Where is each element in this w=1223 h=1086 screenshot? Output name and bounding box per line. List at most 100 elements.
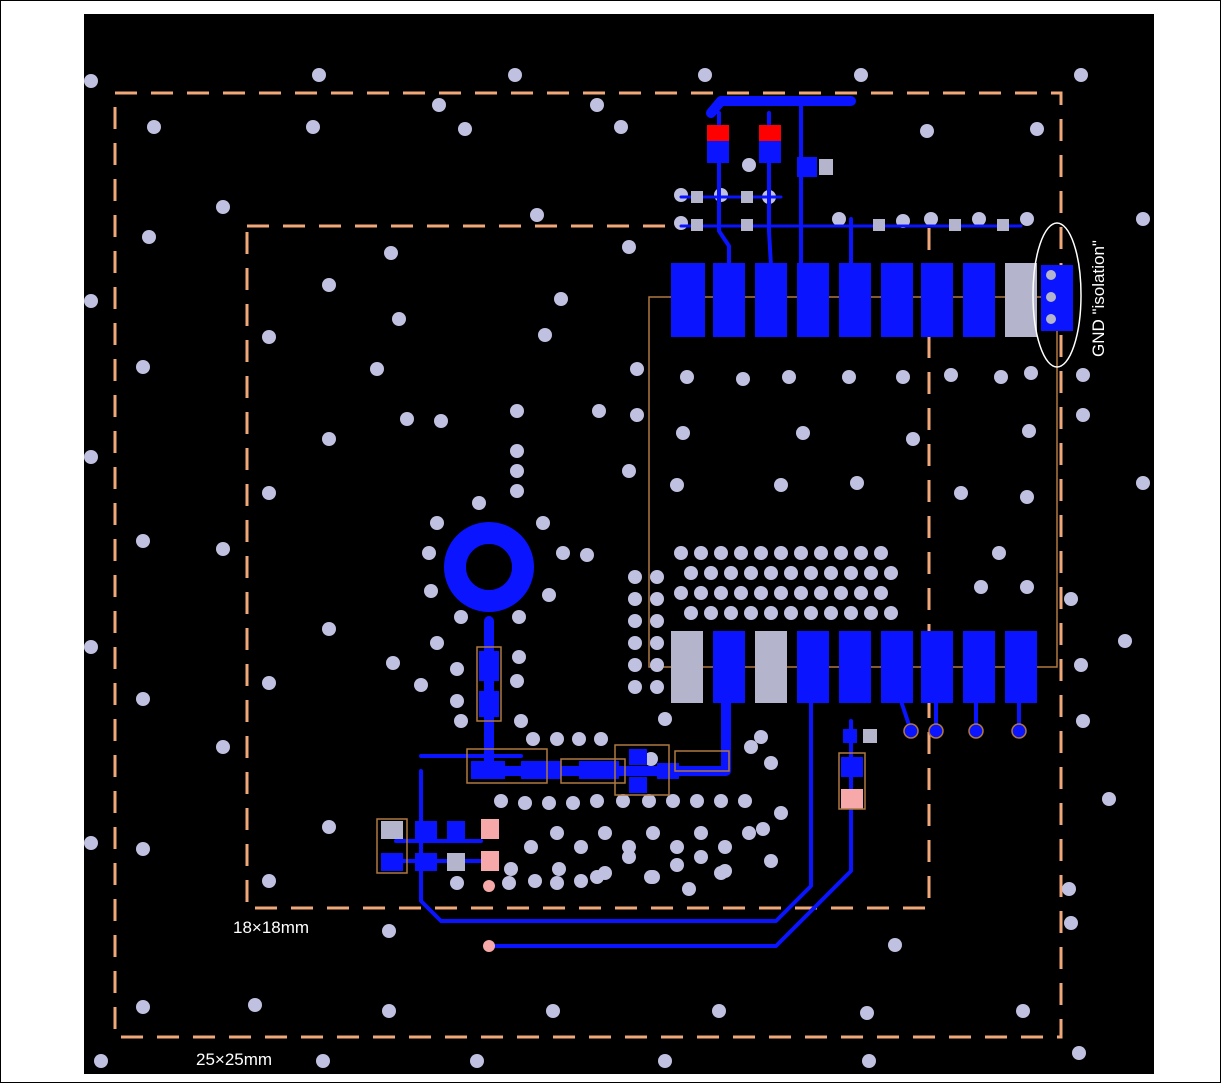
pad [1005,631,1037,703]
via [854,68,868,82]
via [884,566,898,580]
component-pad [381,821,403,839]
via [1136,476,1150,490]
pad [921,631,953,703]
via [690,794,704,808]
via [704,566,718,580]
via [508,68,522,82]
via [622,850,636,864]
via [642,794,656,808]
via [714,586,728,600]
via [546,1004,560,1018]
via [658,712,672,726]
via [518,796,532,810]
via [834,546,848,560]
via [430,516,444,530]
via [510,404,524,418]
pad [797,263,829,337]
via [262,676,276,690]
component-pad [873,219,885,231]
via [954,486,968,500]
pad [755,263,787,337]
via [552,862,566,876]
component-pad [521,761,561,779]
via [628,636,642,650]
via [1022,424,1036,438]
via [136,360,150,374]
via [764,606,778,620]
inner-area-label: 18×18mm [233,918,309,937]
via [1064,916,1078,930]
via [734,586,748,600]
via [754,546,768,560]
via [472,496,486,510]
inner-area-outline [245,224,931,910]
pad [713,263,745,337]
via [306,120,320,134]
via [814,586,828,600]
component-pad [863,729,877,743]
via [590,794,604,808]
via [920,124,934,138]
via [136,534,150,548]
pad-gnd [671,631,703,703]
via [536,516,550,530]
via [248,998,262,1012]
via [542,796,556,810]
pad [797,631,829,703]
via [676,426,690,440]
via [1064,592,1078,606]
via [594,732,608,746]
via [430,636,444,650]
via [684,606,698,620]
via [574,840,588,854]
via [590,98,604,112]
trace-top-bus [706,96,856,118]
component-pad [629,749,647,765]
via [512,610,526,624]
via [450,694,464,708]
via [1024,366,1038,380]
via [628,592,642,606]
via [804,566,818,580]
component-pad [579,761,619,779]
via [384,246,398,260]
via [542,588,556,602]
via [714,866,728,880]
via [754,586,768,600]
via [674,216,688,230]
via [84,294,98,308]
via [724,566,738,580]
component-pad [471,761,505,779]
via [944,368,958,382]
component-pad-red [707,125,729,141]
via [814,546,828,560]
via [322,432,336,446]
via [844,566,858,580]
via [322,278,336,292]
via [216,740,230,754]
via [906,432,920,446]
via [712,1004,726,1018]
via [136,1000,150,1014]
via [262,874,276,888]
test-point [483,940,495,952]
via [684,566,698,580]
via [646,826,660,840]
via [84,640,98,654]
via [674,188,688,202]
via [650,680,664,694]
component-pad-pink [481,851,499,871]
via [698,68,712,82]
component-pad [819,159,833,175]
via [736,372,750,386]
via [312,68,326,82]
via [556,546,570,560]
via [682,882,696,896]
via [510,464,524,478]
via [670,840,684,854]
via [834,586,848,600]
component-pad [841,757,863,777]
via [804,606,818,620]
outline [838,752,866,810]
